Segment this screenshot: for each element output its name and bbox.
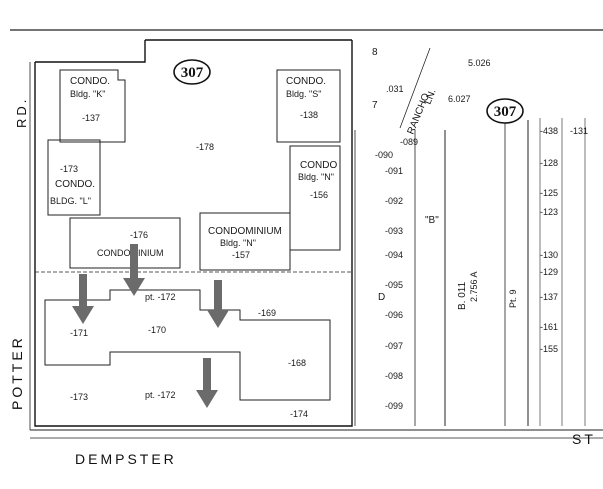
block-d-label: D — [378, 292, 385, 303]
lot-027-label: 6.027 — [448, 94, 471, 104]
bldg-s-outline — [276, 69, 341, 143]
pt9-label: Pt. 9 — [508, 289, 518, 308]
lot-031-label: .031 — [386, 84, 404, 94]
right-lot-label: -131 — [570, 126, 588, 136]
parcel-173-label: -173 — [70, 392, 88, 402]
highway-shield-label: 307 — [181, 65, 204, 81]
right-lots-grid — [539, 118, 586, 426]
arrow-down-icon — [207, 280, 229, 328]
bldg-s-pin: -138 — [300, 110, 318, 120]
parcel-178-label: -178 — [196, 142, 214, 152]
arrow-down-icon — [72, 274, 94, 324]
bldg-m-pin: -176 — [130, 230, 148, 240]
parcel-168-label: -168 — [288, 358, 306, 368]
bldg-n-line1: CONDOMINIUM — [208, 226, 282, 237]
area-label: 2.756 A — [469, 271, 479, 302]
right-lot-label: -128 — [540, 158, 558, 168]
bldg-l-pin: -173 — [60, 164, 78, 174]
bldg-n-upper-line2: Bldg. "N" — [298, 172, 334, 182]
lot-label: -097 — [385, 341, 403, 351]
lot-label: -096 — [385, 310, 403, 320]
b011-label: B. 011 — [457, 281, 468, 310]
st-street-label: ST — [572, 431, 596, 447]
lot-7-label: 7 — [372, 100, 378, 111]
bldg-l-line1: CONDO. — [55, 179, 95, 190]
rd-street-label: RD. — [14, 97, 29, 128]
arrows — [72, 244, 229, 408]
potter-street-label: POTTER — [9, 335, 25, 410]
parcel-174-label: -174 — [290, 409, 308, 419]
right-lot-label: -161 — [540, 322, 558, 332]
bldg-m-outline — [69, 217, 181, 269]
bldg-n-pin: -157 — [232, 250, 250, 260]
arrow-down-icon — [123, 244, 145, 296]
bldg-s-line2: Bldg. "S" — [286, 89, 321, 99]
ln-street-label: LN. — [423, 88, 439, 107]
parcel-172b-label: pt. -172 — [145, 390, 176, 400]
right-lot-label: -137 — [540, 292, 558, 302]
parcel-169-label: -169 — [258, 308, 276, 318]
lot-label: -090 — [375, 150, 393, 160]
lot-label: -094 — [385, 250, 403, 260]
right-lot-label: -125 — [540, 188, 558, 198]
arrow-down-icon — [196, 358, 218, 408]
bldg-l-outline — [47, 139, 101, 216]
rancho-line — [399, 47, 431, 129]
bldg-s-line1: CONDO. — [286, 76, 326, 87]
bldg-k-outline — [59, 69, 126, 143]
lot-label: -095 — [385, 280, 403, 290]
bldg-n-upper-line1: CONDO — [300, 160, 337, 171]
lot-label: -089 — [400, 137, 418, 147]
right-lot-label: -130 — [540, 250, 558, 260]
parcel-171-label: -171 — [70, 328, 88, 338]
parcel-172a-label: pt. -172 — [145, 292, 176, 302]
lower-parcel-outline — [44, 289, 331, 401]
right-lot-label: -129 — [540, 267, 558, 277]
lot-label: -091 — [385, 166, 403, 176]
right-lot-label: -155 — [540, 344, 558, 354]
highway-shield-307-right: 307 — [486, 98, 524, 124]
bldg-k-pin: -137 — [82, 113, 100, 123]
right-lot-label: -438 — [540, 126, 558, 136]
highway-shield-307-top: 307 — [173, 59, 211, 85]
lot-label: -099 — [385, 401, 403, 411]
bldg-n-upper-pin: -156 — [310, 190, 328, 200]
bldg-n-outline — [199, 212, 291, 271]
bldg-l-line2: BLDG. "L" — [50, 196, 91, 206]
bldg-n-line2: Bldg. "N" — [220, 238, 256, 248]
parcel-boundary — [34, 39, 353, 427]
highway-shield-label: 307 — [494, 104, 517, 120]
lots-column — [354, 130, 446, 426]
bldg-k-line2: Bldg. "K" — [70, 89, 105, 99]
lot-8-label: 8 — [372, 47, 378, 58]
bldg-k-line1: CONDO. — [70, 76, 110, 87]
dempster-street-label: DEMPSTER — [75, 451, 177, 467]
lot-026-label: 5.026 — [468, 58, 491, 68]
block-b-label: "B" — [425, 215, 439, 226]
lot-label: -093 — [385, 226, 403, 236]
lot-label: -092 — [385, 196, 403, 206]
right-lot-label: -123 — [540, 207, 558, 217]
parcel-170-label: -170 — [148, 325, 166, 335]
lot-label: -098 — [385, 371, 403, 381]
